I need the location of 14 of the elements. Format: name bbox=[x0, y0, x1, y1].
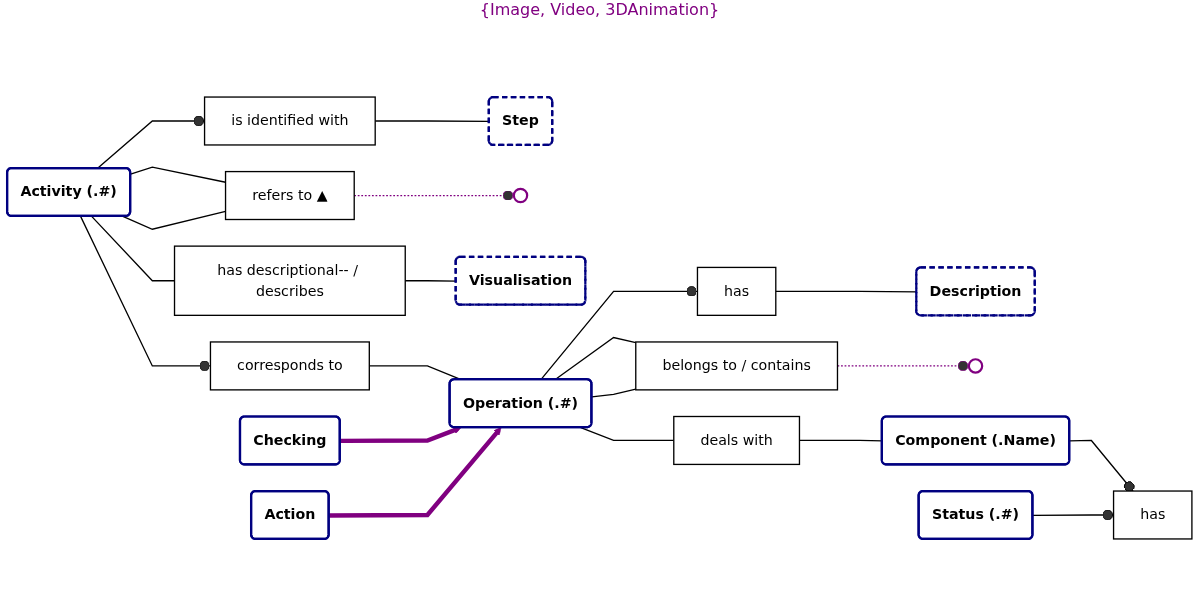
node-box: deals with bbox=[673, 415, 801, 466]
node-box: has bbox=[1112, 490, 1193, 540]
node-circle bbox=[967, 358, 984, 374]
node-box: has bbox=[696, 266, 777, 316]
connector bbox=[591, 388, 637, 398]
node-circle bbox=[512, 187, 529, 204]
value-constraint: {Image, Video, 3DAnimation} bbox=[479, 0, 720, 19]
node-box: is identified with bbox=[203, 96, 376, 146]
node-box: has descriptional-- / describes bbox=[173, 245, 406, 316]
node-box: corresponds to bbox=[209, 341, 370, 391]
arrow bbox=[329, 427, 502, 518]
node-box: refers to ▲ bbox=[224, 170, 355, 221]
node-box: belongs to / contains bbox=[635, 341, 839, 391]
arrow bbox=[340, 426, 462, 444]
